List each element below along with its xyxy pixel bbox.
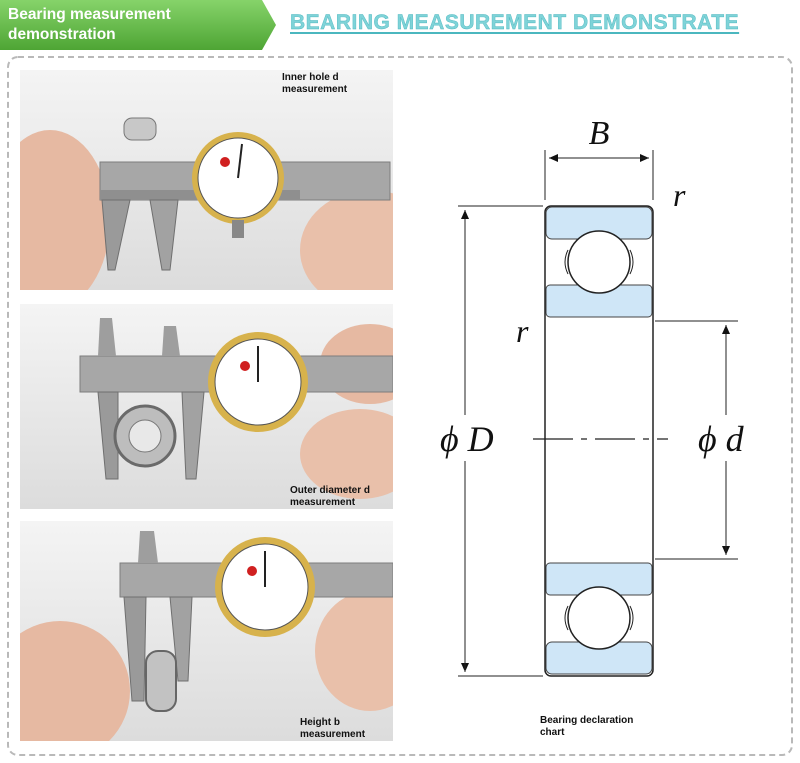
caption-line2: chart <box>540 727 565 738</box>
tag-arrow-shape <box>0 0 276 50</box>
label-r-mid: r <box>516 313 529 349</box>
photo-height-measurement: Height b measurement <box>20 521 393 741</box>
caliper-illustration <box>20 531 393 741</box>
tag-label-line1: Bearing measurement <box>8 6 171 23</box>
page-title: BEARING MEASUREMENT DEMONSTRATE <box>290 11 740 34</box>
caption-line2: measurement <box>300 729 366 740</box>
bearing-diagram: B r r ϕ D ϕ d <box>440 115 766 677</box>
caption-line1: Inner hole d <box>282 72 339 83</box>
caption-line1: Height b <box>300 717 340 728</box>
photo-outer-diameter-measurement: Outer diameter d measurement <box>20 304 393 509</box>
section-tag: Bearing measurement demonstration <box>0 0 276 50</box>
label-r-top: r <box>673 177 686 213</box>
chart-caption: Bearing declaration chart <box>540 715 633 739</box>
caption-line2: measurement <box>282 84 348 95</box>
caliper-illustration <box>79 318 393 499</box>
label-inner-diameter: ϕ d <box>698 419 745 459</box>
caption-line1: Bearing declaration <box>540 715 634 726</box>
photo-caption: Height b measurement <box>300 717 365 741</box>
label-outer-diameter: ϕ D <box>440 419 494 459</box>
ball-bottom <box>567 586 631 650</box>
bearing-outline <box>544 205 654 677</box>
photo-inner-hole-measurement: Inner hole d measurement <box>20 70 393 290</box>
tag-label-line2: demonstration <box>8 26 116 43</box>
caliper-illustration <box>20 117 393 290</box>
ball-top <box>567 230 631 294</box>
tag-label: Bearing measurement demonstration <box>8 5 258 45</box>
caption-line1: Outer diameter d <box>290 485 371 496</box>
caption-line2: measurement <box>290 497 356 508</box>
photo-caption: Outer diameter d measurement <box>290 485 370 509</box>
content-frame <box>7 56 793 756</box>
photo-caption: Inner hole d measurement <box>282 72 347 96</box>
label-b: B <box>589 115 610 152</box>
